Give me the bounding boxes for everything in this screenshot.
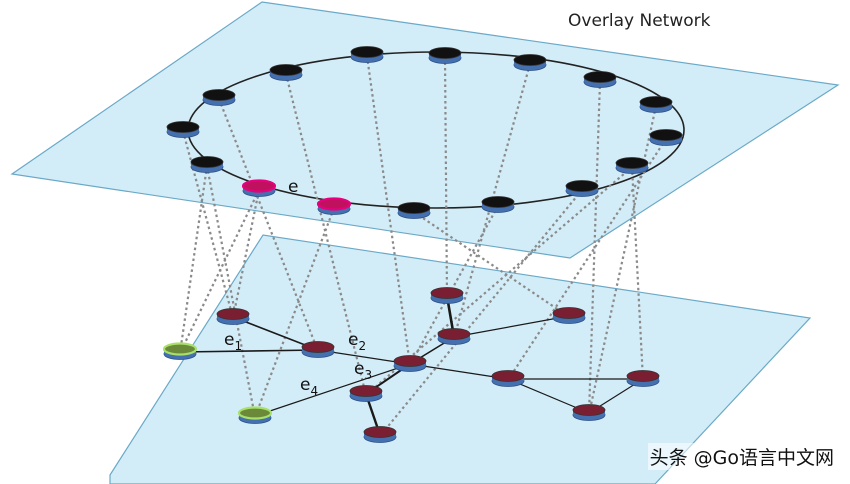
overlay-nodes <box>166 46 683 219</box>
edge-label-e: e <box>288 177 298 197</box>
overlay-network-plane <box>10 1 840 259</box>
overlay-node-12 <box>190 156 224 173</box>
physical-node-10 <box>349 385 383 402</box>
overlay-node-14 <box>202 89 236 106</box>
physical-network-plane <box>109 234 812 484</box>
virtual-link-4 <box>217 98 320 352</box>
physical-node-5 <box>437 328 471 345</box>
overlay-node-2 <box>513 54 547 71</box>
virtual-link-6 <box>365 55 412 366</box>
overlay-node-9 <box>397 202 431 219</box>
virtual-link-15 <box>413 211 570 318</box>
virtual-link-12 <box>630 166 645 381</box>
virtual-link-7 <box>443 56 449 298</box>
physical-node-1 <box>162 342 198 360</box>
physical-node-12 <box>237 406 273 424</box>
edge-label-e4: e4 <box>300 375 318 398</box>
overlay-node-6 <box>615 157 649 174</box>
overlay-node-13 <box>166 121 200 138</box>
physical-node-6 <box>552 307 586 324</box>
overlay-node-11 <box>241 179 277 197</box>
virtual-link-17 <box>179 189 260 354</box>
physical-node-9 <box>572 404 606 421</box>
physical-node-0 <box>216 308 250 325</box>
virtual-link-11 <box>507 138 667 381</box>
physical-link-11 <box>254 363 411 417</box>
edge-label-e1: e1 <box>224 330 242 353</box>
overlay-node-0 <box>350 46 384 63</box>
edge-label-e3: e3 <box>354 359 372 382</box>
virtual-link-3 <box>181 130 235 319</box>
overlay-node-5 <box>649 129 683 146</box>
physical-node-2 <box>301 341 335 358</box>
overlay-node-7 <box>565 180 599 197</box>
physical-link-5 <box>453 315 570 338</box>
overlay-node-1 <box>428 47 462 64</box>
virtual-link-2 <box>205 165 257 418</box>
overlay-node-4 <box>639 96 673 113</box>
virtual-link-9 <box>587 80 602 415</box>
virtual-link-13 <box>379 189 583 437</box>
physical-nodes <box>162 287 660 443</box>
overlay-node-8 <box>481 196 515 213</box>
physical-node-11 <box>363 426 397 443</box>
physical-node-7 <box>491 370 525 387</box>
watermark: 头条 @Go语言中文网 <box>647 443 836 470</box>
overlay-node-3 <box>583 71 617 88</box>
overlay-node-10 <box>316 197 352 215</box>
virtual-link-5 <box>284 73 368 396</box>
virtual-link-16 <box>253 207 336 418</box>
virtual-link-8 <box>452 63 532 339</box>
physical-node-3 <box>393 355 427 372</box>
edge-label-e2: e2 <box>348 330 366 353</box>
physical-link-0 <box>179 349 319 353</box>
virtual-link-1 <box>178 165 209 354</box>
overlay-node-15 <box>269 64 303 81</box>
physical-node-8 <box>626 370 660 387</box>
diagram-title: Overlay Network <box>568 11 711 31</box>
physical-node-4 <box>430 287 464 304</box>
